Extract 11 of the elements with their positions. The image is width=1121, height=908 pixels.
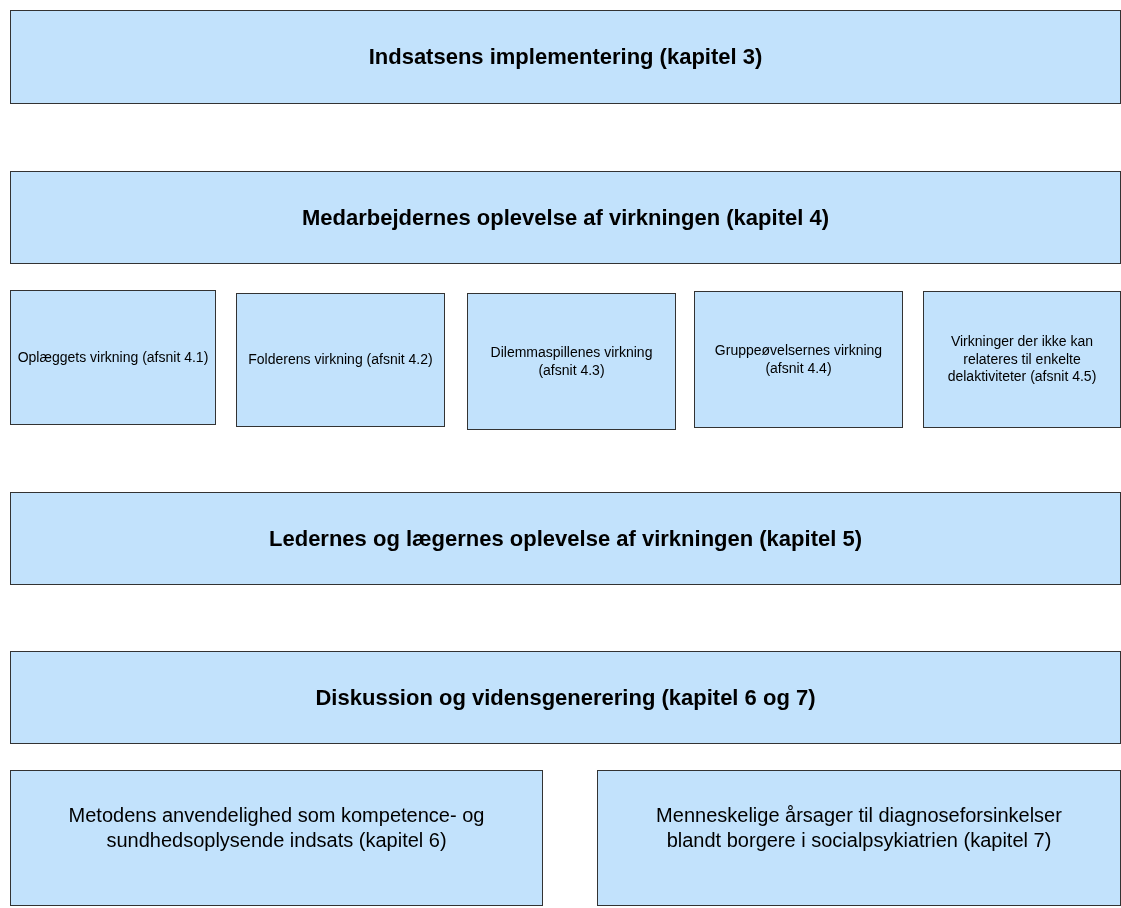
text-box: Medarbejdernes oplevelse af virkningen (kapitel 4)	[10, 171, 1121, 264]
text-box: Folderens virkning (afsnit 4.2)	[236, 293, 445, 427]
text-box: Dilemmaspillenes virkning (afsnit 4.3)	[467, 293, 676, 430]
text-box: Menneskelige årsager til diagnoseforsinkelser blandt borgere i socialpsykiatrien (kapitel 7)	[597, 770, 1121, 906]
text-box: Indsatsens implementering (kapitel 3)	[10, 10, 1121, 104]
text-box: Ledernes og lægernes oplevelse af virkningen (kapitel 5)	[10, 492, 1121, 585]
text-box: Diskussion og vidensgenerering (kapitel 6 og 7)	[10, 651, 1121, 744]
text-box: Virkninger der ikke kan relateres til enkelte delaktiviteter (afsnit 4.5)	[923, 291, 1121, 428]
text-box: Metodens anvendelighed som kompetence- og sundhedsoplysende indsats (kapitel 6)	[10, 770, 543, 906]
text-box: Oplæggets virkning (afsnit 4.1)	[10, 290, 216, 425]
text-box: Gruppeøvelsernes virkning (afsnit 4.4)	[694, 291, 903, 428]
